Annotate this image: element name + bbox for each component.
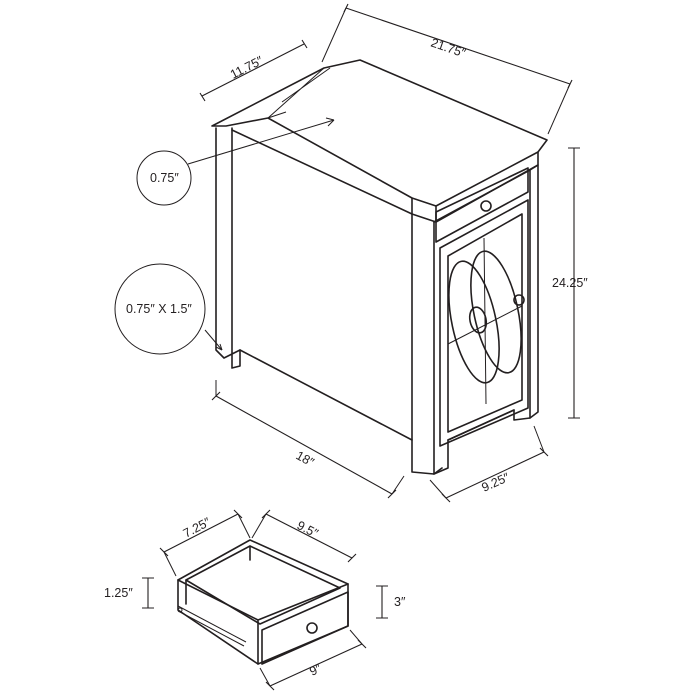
- front-stile: [411, 213, 443, 475]
- door-fretwork: [447, 237, 523, 405]
- door-knob: [513, 294, 525, 306]
- top-width-label: 21.75″: [429, 36, 468, 61]
- door-frame: [439, 199, 529, 447]
- top-depth-dimension: 11.75″: [199, 39, 308, 102]
- height-label: 24.25″: [552, 276, 588, 290]
- door-glass: [447, 213, 523, 433]
- drawer-detail-knob: [306, 622, 318, 634]
- drawer-box-inner: [185, 545, 341, 625]
- drawer-front-height-label: 3″: [394, 595, 406, 609]
- drawer-box-outer: [177, 539, 349, 665]
- drawer-depth-dimension: 7.25″: [159, 509, 251, 577]
- front-width-label: 9.25″: [480, 470, 512, 495]
- end-table-cabinet: [211, 59, 548, 475]
- drawer-depth-label: 7.25″: [181, 515, 213, 541]
- height-dimension: 24.25″: [552, 147, 588, 419]
- side-depth-label: 18″: [294, 448, 317, 469]
- top-thickness-label: 0.75″: [150, 171, 179, 185]
- leg-size-callout: 0.75″ X 1.5″: [114, 263, 223, 355]
- drawer-side-height-label: 1.25″: [104, 586, 133, 600]
- top-thickness-callout: 0.75″: [136, 117, 335, 206]
- drawer-side-height-dimension: 1.25″: [104, 577, 154, 609]
- drawer-detail: [177, 539, 349, 665]
- leg-size-label: 0.75″ X 1.5″: [126, 302, 192, 316]
- right-leg: [529, 164, 539, 419]
- side-panel: [231, 129, 413, 441]
- drawer-front-width-dimension: 9″: [259, 629, 367, 691]
- drawer-face: [435, 167, 529, 243]
- drawer-knob: [480, 200, 492, 212]
- drawer-width-label: 9.5″: [295, 518, 321, 541]
- bottom-rail: [447, 409, 515, 441]
- top-depth-label: 11.75″: [228, 53, 266, 82]
- drawer-runner: [177, 605, 247, 647]
- front-frame: [433, 169, 531, 475]
- front-width-dimension: 9.25″: [429, 425, 549, 503]
- drawer-front-height-dimension: 3″: [376, 585, 406, 619]
- top-width-dimension: 21.75″: [321, 3, 573, 135]
- side-depth-dimension: 18″: [211, 380, 405, 499]
- table-top: [211, 59, 548, 207]
- drawer-front-panel: [261, 591, 349, 665]
- drawer-front-width-label: 9″: [307, 661, 324, 679]
- rear-post: [215, 127, 241, 369]
